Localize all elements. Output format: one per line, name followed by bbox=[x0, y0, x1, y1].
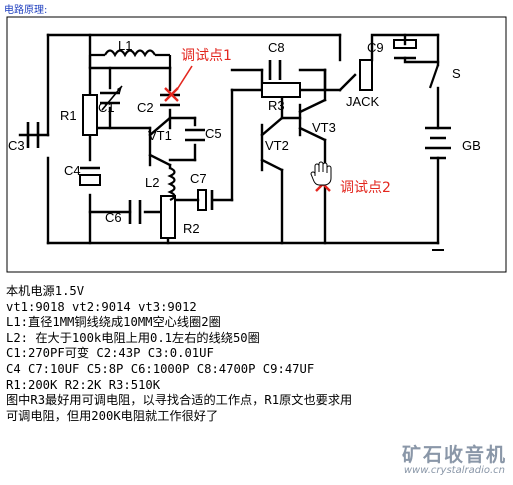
page-title: 电路原理: bbox=[4, 5, 48, 16]
circuit-schematic: L1 R1 C1 C2 VT1 C5 C3 C4 L2 C6 R2 C7 C8 … bbox=[6, 16, 507, 273]
c5-plates bbox=[185, 128, 205, 142]
description-line: 可调电阻，但用200K电阻就工作很好了 bbox=[6, 408, 219, 423]
c9-body bbox=[393, 39, 417, 49]
capacitors bbox=[26, 39, 451, 224]
r1-body bbox=[82, 94, 98, 136]
description-line: 本机电源1.5V bbox=[6, 284, 85, 298]
l1-coil bbox=[104, 49, 156, 58]
label-vt1: VT1 bbox=[148, 128, 172, 143]
label-c9: C9 bbox=[367, 40, 384, 55]
switch-lever bbox=[428, 64, 440, 89]
resistors bbox=[82, 82, 301, 239]
label-r3: R3 bbox=[268, 98, 285, 113]
label-l2: L2 bbox=[145, 175, 159, 190]
watermark-name: 矿石收音机 bbox=[401, 444, 507, 466]
schematic-frame bbox=[6, 16, 507, 273]
r2-body bbox=[160, 195, 176, 239]
battery-plates bbox=[425, 126, 451, 160]
label-l1: L1 bbox=[118, 38, 132, 53]
description-line: vt1:9018 vt2:9014 vt3:9012 bbox=[6, 299, 197, 314]
label-test-point-2: 调试点2 bbox=[340, 180, 391, 196]
label-gb: GB bbox=[462, 138, 481, 153]
jack-symbol bbox=[359, 59, 373, 91]
description-line: R1:200K R2:2K R3:510K bbox=[6, 377, 161, 392]
label-vt2: VT2 bbox=[265, 138, 289, 153]
inductors bbox=[88, 49, 176, 202]
description-line: C4 C7:10UF C5:8P C6:1000P C8:4700P C9:47… bbox=[6, 361, 315, 376]
label-c7: C7 bbox=[190, 171, 207, 186]
label-vt3: VT3 bbox=[312, 120, 336, 135]
c3-plates bbox=[26, 122, 40, 148]
c7-body bbox=[197, 189, 207, 211]
component-description: 本机电源1.5V vt1:9018 vt2:9014 vt3:9012 L1:直… bbox=[6, 284, 511, 424]
description-line: 图中R3最好用可调电阻，以寻找合适的工作点，R1原文也要求用 bbox=[6, 393, 353, 408]
description-line: L1:直径1MM铜线绕成10MM空心线圈2圈 bbox=[6, 315, 221, 330]
label-c8: C8 bbox=[268, 40, 285, 55]
c6-plates bbox=[128, 200, 142, 224]
label-c2: C2 bbox=[137, 100, 154, 115]
description-line: C1:270PF可变 C2:43P C3:0.01UF bbox=[6, 346, 214, 361]
label-c4: C4 bbox=[64, 163, 81, 178]
label-s: S bbox=[452, 66, 461, 81]
watermark-url: www.crystalradio.cn bbox=[403, 465, 505, 476]
label-test-point-1: 调试点1 bbox=[181, 48, 232, 64]
c4-body bbox=[79, 174, 101, 186]
test-point-1-arrow bbox=[177, 65, 193, 89]
wires bbox=[18, 33, 440, 245]
label-c3: C3 bbox=[8, 138, 25, 153]
description-line: L2: 在大于100k电阻上用0.1左右的线绕50圈 bbox=[6, 330, 260, 345]
l2-coil bbox=[167, 166, 176, 202]
label-c5: C5 bbox=[205, 126, 222, 141]
label-c1: C1 bbox=[98, 100, 115, 115]
label-r2: R2 bbox=[183, 221, 200, 236]
label-r1: R1 bbox=[60, 108, 77, 123]
hand-cursor-icon bbox=[310, 161, 332, 186]
label-c6: C6 bbox=[105, 210, 122, 225]
test-point-1-x bbox=[164, 87, 179, 102]
label-jack: JACK bbox=[346, 94, 380, 109]
r3-body bbox=[261, 82, 301, 98]
c8-plates bbox=[268, 60, 282, 80]
